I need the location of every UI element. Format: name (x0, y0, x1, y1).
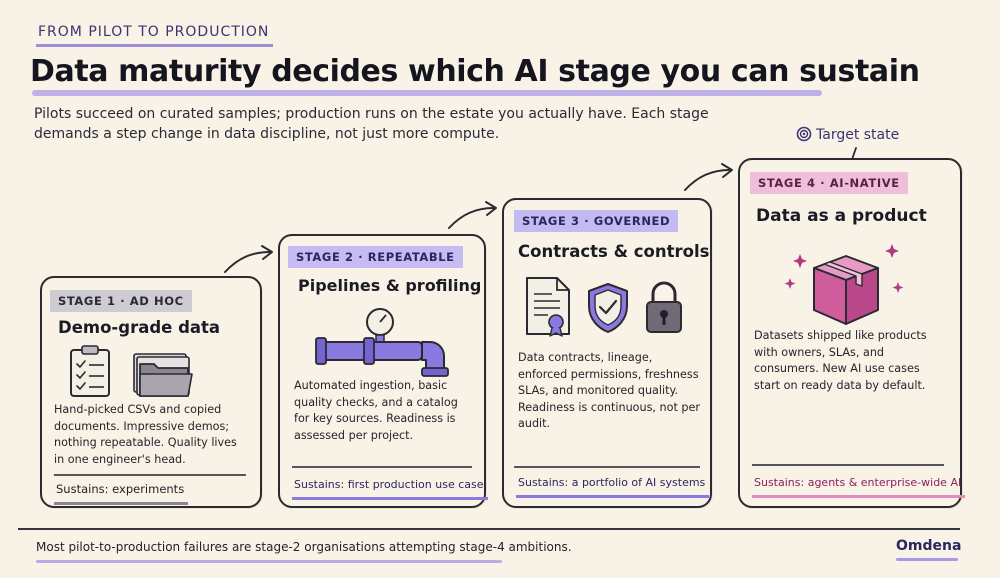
target-state-text: Target state (816, 127, 900, 143)
sustains-label: Sustains: first production use case (292, 476, 488, 500)
sustains-label: Sustains: a portfolio of AI systems (516, 474, 710, 498)
kicker: FROM PILOT TO PRODUCTION (36, 22, 274, 47)
stage-title: Pipelines & profiling (298, 276, 482, 295)
card-divider (752, 464, 944, 466)
stage-card-3: STAGE 3 · GOVERNED Contracts & controls … (502, 198, 712, 508)
page-title: Data maturity decides which AI stage you… (30, 54, 920, 89)
padlock-icon (646, 281, 682, 333)
progression-arrow (224, 245, 273, 273)
target-icon (796, 126, 812, 146)
stage-title: Contracts & controls (518, 242, 710, 261)
stage-card-1: STAGE 1 · AD HOC Demo-grade data Hand-pi… (40, 276, 262, 508)
footer-note: Most pilot-to-production failures are st… (36, 540, 572, 554)
pipeline-gauge-icon (315, 308, 449, 377)
card-divider (54, 474, 246, 476)
clipboard-checklist-icon (70, 345, 110, 397)
target-state-label: Target state (796, 126, 899, 146)
stage-badge: STAGE 3 · GOVERNED (514, 210, 679, 232)
page-subtitle: Pilots succeed on curated samples; produ… (34, 106, 709, 142)
brand-logo-text: Omdena (896, 538, 962, 554)
stage-card-2: STAGE 2 · REPEATABLE Pipelines & profili… (278, 234, 488, 508)
footer-divider (18, 528, 960, 530)
stage-title: Data as a product (756, 206, 927, 226)
sustains-label: Sustains: agents & enterprise-wide AI (752, 474, 966, 498)
footer-note-underline (36, 560, 502, 563)
progression-arrow (684, 163, 733, 191)
contract-icon (526, 277, 570, 337)
sustains-label: Sustains: experiments (54, 480, 189, 505)
shield-check-icon (588, 283, 628, 333)
stage-badge: STAGE 4 · AI-NATIVE (750, 172, 908, 194)
folder-stack-icon (133, 353, 193, 397)
product-box-icon (784, 244, 904, 325)
card-divider (292, 466, 472, 468)
stage-description: Hand-picked CSVs and copied documents. I… (54, 403, 237, 466)
stage-description: Data contracts, lineage, enforced permis… (518, 351, 700, 430)
stage-title: Demo-grade data (58, 318, 221, 337)
stage-badge: STAGE 1 · AD HOC (50, 290, 192, 312)
brand-underline (896, 558, 958, 561)
card-divider (514, 466, 700, 468)
stage-badge: STAGE 2 · REPEATABLE (288, 246, 463, 268)
progression-arrow (448, 201, 497, 229)
title-underline (32, 90, 822, 96)
stage-description: Automated ingestion, basic quality check… (294, 379, 458, 442)
stage-card-4: STAGE 4 · AI-NATIVE Data as a product Da… (738, 158, 966, 508)
stage-description: Datasets shipped like products with owne… (754, 329, 927, 392)
